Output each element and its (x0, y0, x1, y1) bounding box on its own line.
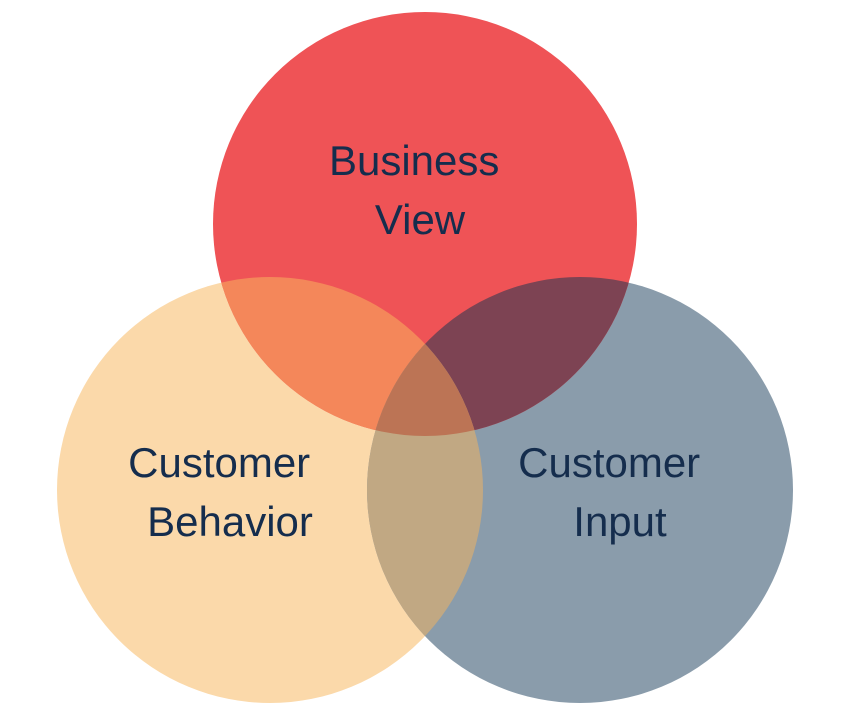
overlap-business-behavior (213, 277, 483, 436)
customer-behavior-label-line1: Customer (128, 439, 310, 486)
overlap-business-input (367, 277, 637, 436)
business-view-label-line1: Business (329, 137, 499, 184)
business-view-label-line2: View (375, 196, 466, 243)
customer-behavior-label-line2: Behavior (147, 498, 313, 545)
customer-input-label: Customer Input (518, 439, 712, 545)
customer-behavior-label: Customer Behavior (128, 439, 322, 545)
business-view-label: Business View (329, 137, 511, 243)
customer-input-label-line2: Input (573, 498, 667, 545)
customer-input-label-line1: Customer (518, 439, 700, 486)
